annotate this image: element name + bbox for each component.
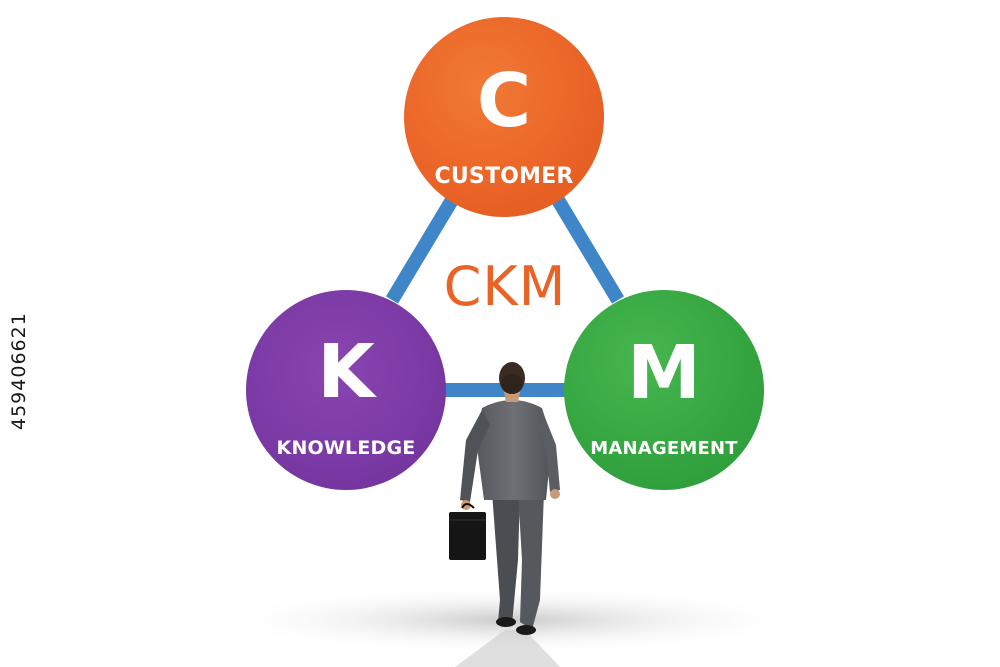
diagram-title: CKM xyxy=(443,255,567,318)
node-label: MANAGEMENT xyxy=(590,437,738,459)
connector-c-k xyxy=(385,196,459,304)
node-letter: K xyxy=(317,329,375,415)
node-knowledge: K KNOWLEDGE xyxy=(246,290,446,490)
stock-id-watermark: 459406621 xyxy=(8,312,30,430)
node-management: M MANAGEMENT xyxy=(564,290,764,490)
connector-c-m xyxy=(551,196,625,304)
node-letter: M xyxy=(627,329,701,416)
node-label: CUSTOMER xyxy=(434,163,574,189)
node-customer: C CUSTOMER xyxy=(404,17,604,217)
stock-id-text: 459406621 xyxy=(8,312,30,430)
node-label: KNOWLEDGE xyxy=(276,437,416,459)
businessman-figure xyxy=(449,362,560,635)
node-letter: C xyxy=(476,57,532,144)
figure-shadow xyxy=(455,630,560,667)
